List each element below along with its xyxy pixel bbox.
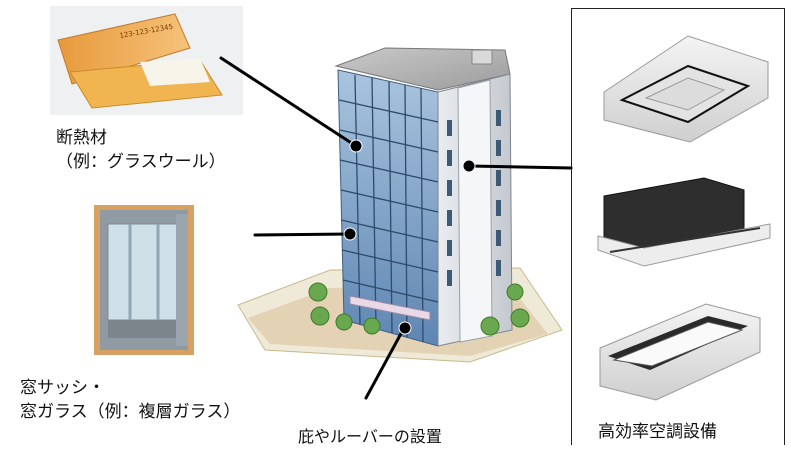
building-illustration (237, 47, 563, 363)
insulation-label-line2: （例：グラスウール） (56, 152, 226, 172)
insulation-photo: 123-123-12345 (50, 6, 243, 115)
cassette-ac-unit (603, 35, 769, 143)
insulation-label: 断熱材 （例：グラスウール） (56, 126, 226, 174)
window-sash-photo (94, 205, 194, 355)
hvac-label: 高効率空調設備 (598, 422, 717, 442)
ceiling-ac-unit (599, 303, 761, 401)
window-label-line1: 窓サッシ・ (20, 378, 105, 398)
window-label: 窓サッシ・ 窓ガラス（例：複層ガラス） (20, 376, 240, 424)
window-label-line2: 窓ガラス（例：複層ガラス） (20, 402, 241, 422)
insulation-label-line1: 断熱材 (56, 128, 107, 148)
leader-dots (343, 139, 476, 335)
leader-lines (219, 56, 573, 400)
duct-ac-unit (597, 177, 771, 267)
hvac-panel (571, 8, 785, 445)
eaves-louver-label: 庇やルーバーの設置 (298, 427, 442, 446)
